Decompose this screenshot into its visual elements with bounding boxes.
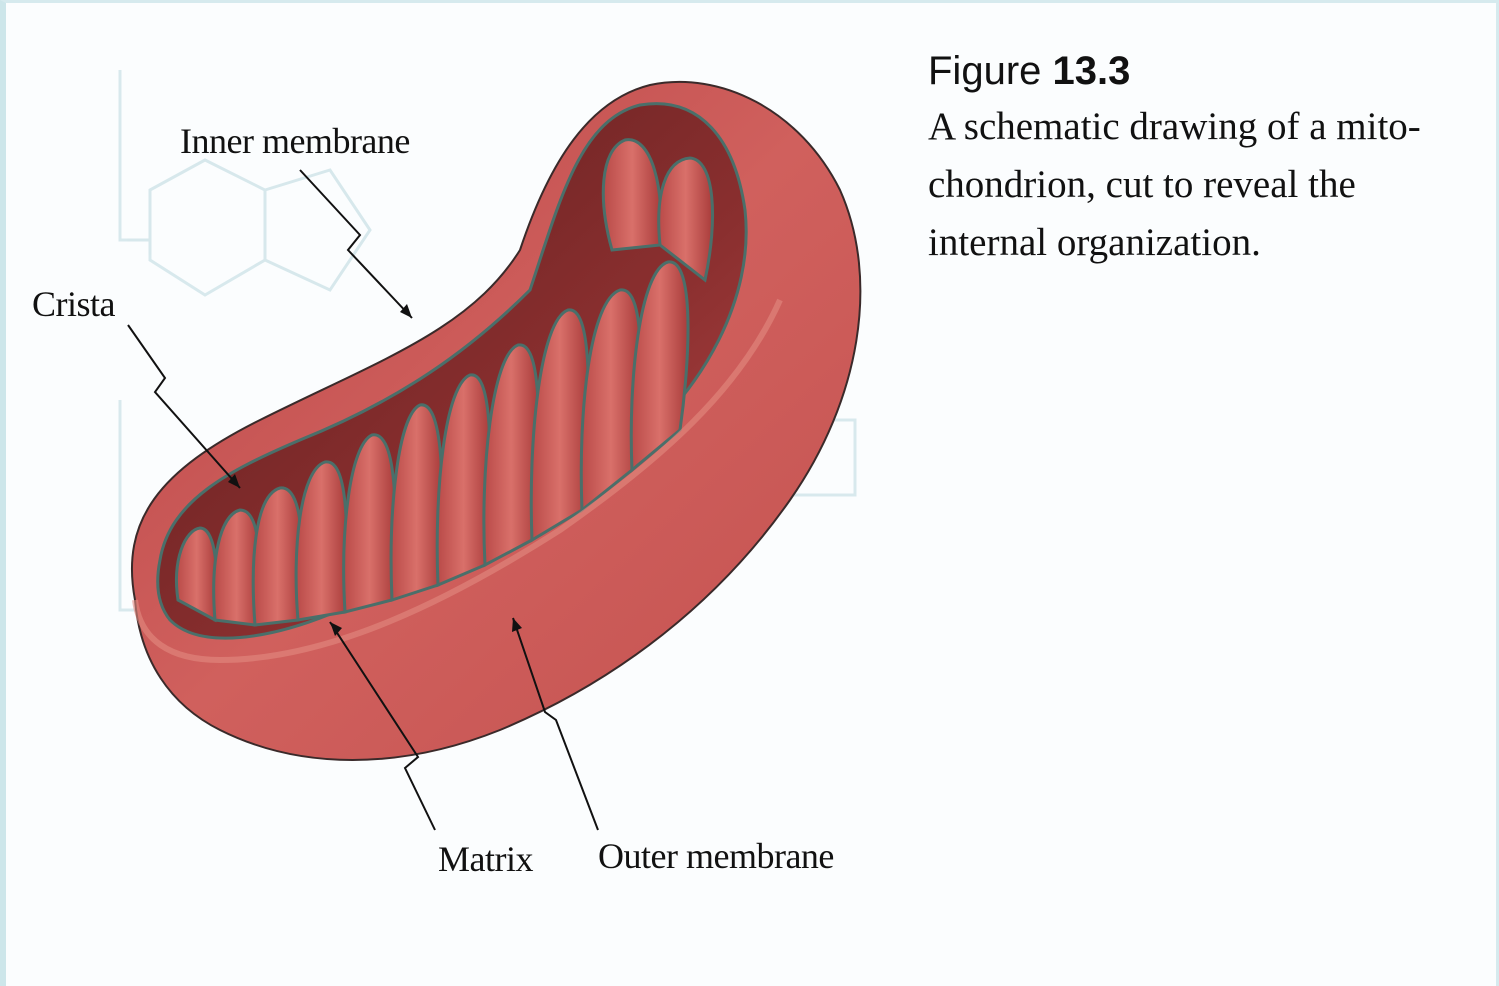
figure-label: Figure 13.3 <box>928 46 1488 96</box>
leader-inner-membrane <box>300 170 412 318</box>
label-crista: Crista <box>32 283 115 325</box>
label-matrix: Matrix <box>438 838 533 880</box>
label-inner-membrane: Inner membrane <box>180 120 410 162</box>
figure-word: Figure <box>928 49 1041 93</box>
figure-caption: Figure 13.3 A schematic drawing of a mit… <box>928 46 1488 272</box>
label-outer-membrane: Outer membrane <box>598 835 834 877</box>
figure-number: 13.3 <box>1053 49 1131 93</box>
caption-text: A schematic drawing of a mito-chondrion,… <box>928 98 1473 272</box>
